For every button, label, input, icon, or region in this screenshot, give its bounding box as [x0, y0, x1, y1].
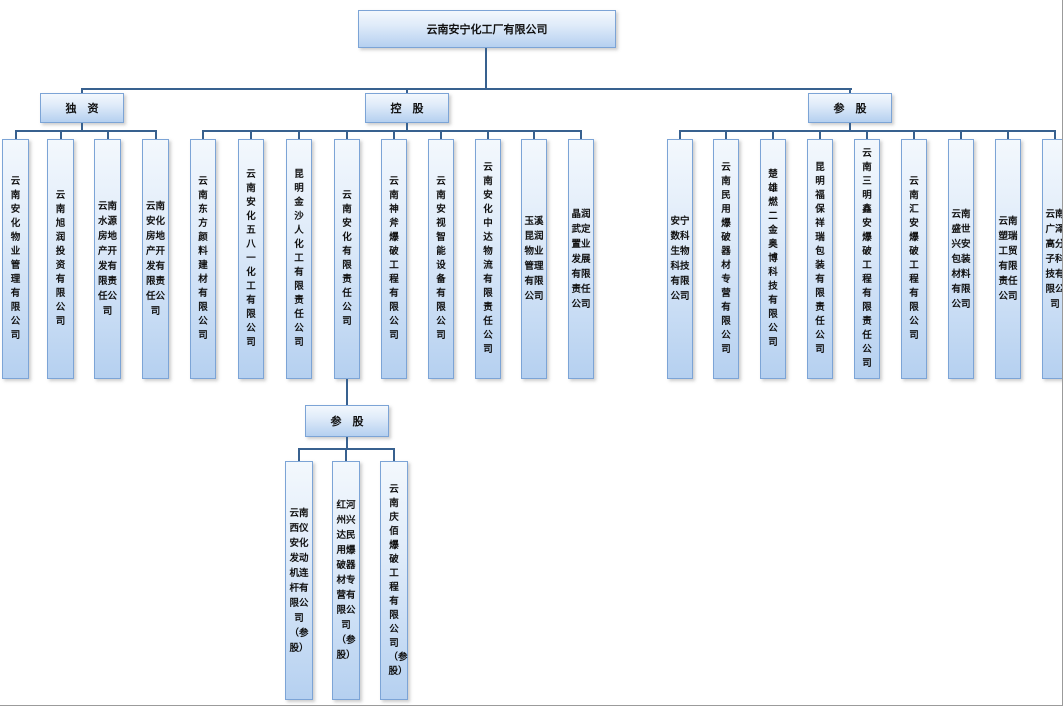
connector-line — [393, 448, 395, 461]
connector-line — [154, 130, 157, 139]
connector-line — [406, 123, 408, 130]
connector-line — [15, 130, 156, 132]
org-node-label: 昆明金沙人化工有限责任公司 — [294, 169, 304, 348]
connector-line — [82, 88, 852, 90]
branch-label-label: 参 股 — [833, 103, 867, 115]
connector-line — [1007, 130, 1009, 139]
org-node-label: 云南三明鑫安爆破工程有限责任公司 — [862, 148, 872, 369]
org-node: 云南塑瑞工贸有限责任公司 — [995, 139, 1021, 379]
connector-line — [580, 130, 582, 139]
org-node: 云南汇安爆破工程有限公司 — [901, 139, 927, 379]
org-node-label: 安宁数科生物科技有限公司 — [670, 216, 690, 302]
org-node: 云南旭润投资有限公司 — [47, 139, 74, 379]
org-node-label: 云南安化有限责任公司 — [342, 190, 352, 327]
connector-line — [203, 130, 581, 132]
org-node: 楚雄燃二金奥博科技有限公司 — [760, 139, 786, 379]
org-node: 云南安化有限责任公司 — [334, 139, 360, 379]
branch-label-label: 独 资 — [65, 103, 99, 115]
org-node: 云南东方颜料建材有限公司 — [190, 139, 216, 379]
connector-line — [849, 88, 851, 93]
connector-line — [866, 130, 868, 139]
connector-line — [913, 130, 915, 139]
org-node: 云南水源房地产开发有限责任公司 — [94, 139, 121, 379]
org-node-label: 云南民用爆破器材专营有限公司 — [721, 162, 731, 355]
connector-line — [772, 130, 774, 139]
org-node-label: 云南安视智能设备有限公司 — [436, 176, 446, 341]
org-node-label: 玉溪昆润物业管理有限公司 — [524, 216, 544, 302]
org-node: 云南民用爆破器材专营有限公司 — [713, 139, 739, 379]
connector-line — [345, 448, 347, 461]
org-node-label: 云南安化中达物流有限责任公司 — [483, 162, 493, 355]
connector-line — [346, 437, 348, 448]
org-node: 云南安化中达物流有限责任公司 — [475, 139, 501, 379]
connector-line — [81, 123, 83, 130]
connector-line — [849, 123, 851, 130]
sub-branch-label: 参 股 — [305, 405, 389, 437]
org-node-label: 云南东方颜料建材有限公司 — [198, 176, 208, 341]
sub-branch-label-label: 参 股 — [330, 416, 364, 428]
org-node: 昆明福保祥瑞包装有限责任公司 — [807, 139, 833, 379]
org-node-label: 昆明福保祥瑞包装有限责任公司 — [815, 162, 825, 355]
connector-line — [960, 130, 962, 139]
org-node-label: 红河州兴达民用爆破器材专营有限公司（参股） — [336, 500, 356, 661]
org-node-label: 晶润武定置业发展有限责任公司 — [571, 208, 591, 310]
org-node-label: 云南水源房地产开发有限责任公司 — [97, 201, 117, 317]
org-node: 云南安化房地产开发有限责任公司 — [142, 139, 169, 379]
connector-line — [106, 130, 109, 139]
connector-line — [533, 130, 535, 139]
org-node-label: 楚雄燃二金奥博科技有限公司 — [768, 169, 778, 348]
connector-line — [393, 130, 395, 139]
connector-line — [298, 448, 300, 461]
org-node: 云南安化物业管理有限公司 — [2, 139, 29, 379]
org-node: 云南盛世兴安包装材料有限公司 — [948, 139, 974, 379]
connector-line — [679, 130, 681, 139]
org-node-label: 云南庆佰爆破工程有限公司（参股） — [388, 483, 408, 677]
org-node: 云南三明鑫安爆破工程有限责任公司 — [854, 139, 880, 379]
connector-line — [14, 130, 17, 139]
org-node-label: 云南盛世兴安包装材料有限公司 — [951, 208, 971, 310]
connector-line — [819, 130, 821, 139]
org-node-label: 云南神斧爆破工程有限公司 — [389, 176, 399, 341]
connector-line — [485, 48, 487, 88]
org-node: 云南西仪安化发动机连杆有限公司（参股） — [285, 461, 313, 700]
connector-line — [346, 379, 348, 405]
org-node-label: 云南安化五八一化工有限公司 — [246, 169, 256, 348]
connector-line — [725, 130, 727, 139]
org-node: 云南安化五八一化工有限公司 — [238, 139, 264, 379]
connector-line — [1054, 130, 1056, 139]
root-node-label: 云南安宁化工厂有限公司 — [426, 24, 548, 36]
connector-line — [346, 130, 348, 139]
org-node: 玉溪昆润物业管理有限公司 — [521, 139, 547, 379]
connector-line — [487, 130, 489, 139]
org-node-label: 云南安化房地产开发有限责任公司 — [145, 201, 165, 317]
org-node-label: 云南安化物业管理有限公司 — [10, 176, 21, 341]
branch-label: 参 股 — [808, 93, 892, 123]
org-node: 云南安视智能设备有限公司 — [428, 139, 454, 379]
org-node: 云南广泽高分子科技有限公司 — [1042, 139, 1063, 379]
connector-line — [406, 88, 408, 93]
root-node: 云南安宁化工厂有限公司 — [358, 10, 616, 48]
org-node: 晶润武定置业发展有限责任公司 — [568, 139, 594, 379]
org-node-label: 云南旭润投资有限公司 — [55, 190, 66, 327]
connector-line — [250, 130, 252, 139]
org-node: 红河州兴达民用爆破器材专营有限公司（参股） — [332, 461, 360, 700]
org-node: 安宁数科生物科技有限公司 — [667, 139, 693, 379]
branch-label: 独 资 — [40, 93, 124, 123]
org-node: 云南庆佰爆破工程有限公司（参股） — [380, 461, 408, 700]
connector-line — [298, 130, 300, 139]
org-node: 云南神斧爆破工程有限公司 — [381, 139, 407, 379]
org-node-label: 云南塑瑞工贸有限责任公司 — [998, 216, 1018, 302]
connector-line — [202, 130, 204, 139]
org-node-label: 云南西仪安化发动机连杆有限公司（参股） — [289, 507, 309, 654]
connector-line — [59, 130, 62, 139]
org-node-label: 云南广泽高分子科技有限公司 — [1045, 208, 1063, 310]
org-node: 昆明金沙人化工有限责任公司 — [286, 139, 312, 379]
connector-line — [440, 130, 442, 139]
branch-label-label: 控 股 — [390, 103, 424, 115]
org-node-label: 云南汇安爆破工程有限公司 — [909, 176, 919, 341]
branch-label: 控 股 — [365, 93, 449, 123]
connector-line — [81, 88, 83, 93]
